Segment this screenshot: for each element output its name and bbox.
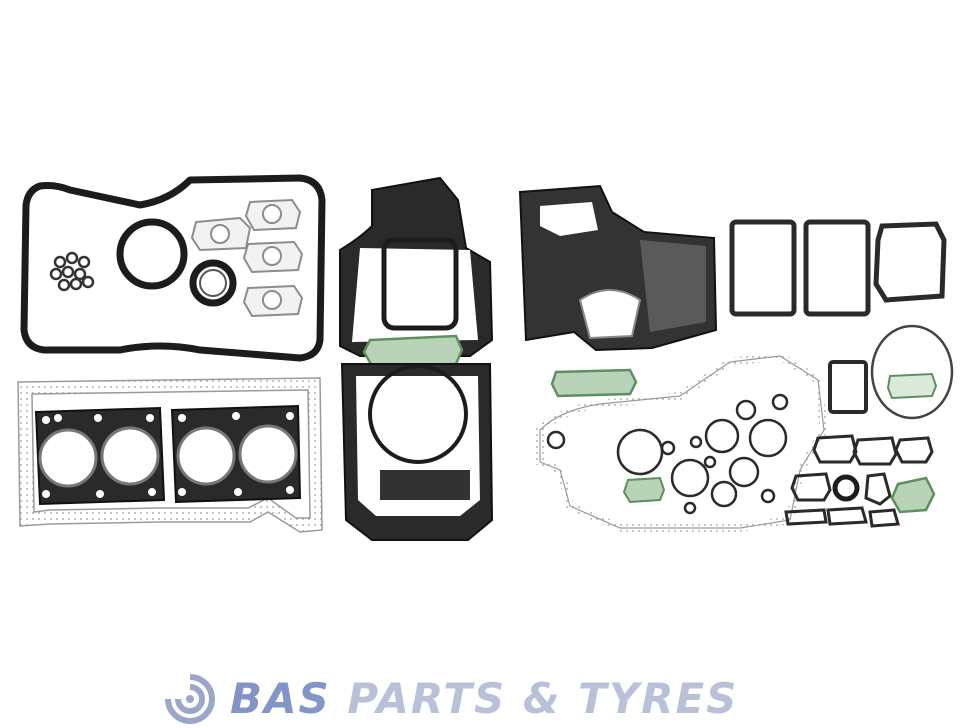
- manifold-gaskets: [190, 198, 304, 318]
- crankcase-cover-holes: [546, 393, 789, 515]
- small-o-rings: [49, 251, 95, 292]
- crank-seal-ring-large: [116, 218, 188, 290]
- watermark: BAS PARTS & TYRES: [160, 670, 738, 728]
- crank-seal-ring-small: [189, 259, 237, 307]
- valve-cover-gasket-1: [729, 219, 797, 317]
- watermark-brand: BAS: [230, 674, 331, 723]
- green-flange-gasket-center: [362, 334, 464, 368]
- cylinder-head-gasket-left: [34, 406, 166, 506]
- bas-swirl-logo-icon: [165, 674, 215, 724]
- green-flange-gasket-right: [890, 476, 936, 514]
- oil-pan-dotted-gasket: [17, 377, 323, 533]
- valve-stem-seal: [832, 474, 860, 502]
- small-flange-gaskets: [784, 434, 934, 528]
- valve-cover-gasket-2: [803, 219, 871, 317]
- large-o-ring: [870, 324, 954, 420]
- cylinder-head-gasket-right: [170, 404, 302, 504]
- bell-housing-bore: [368, 364, 468, 464]
- thermostat-gasket: [873, 221, 947, 303]
- oil-cooler-gasket: [381, 237, 459, 331]
- oil-pan-rubber-gasket: [20, 174, 326, 362]
- watermark-tagline: PARTS & TYRES: [347, 674, 739, 723]
